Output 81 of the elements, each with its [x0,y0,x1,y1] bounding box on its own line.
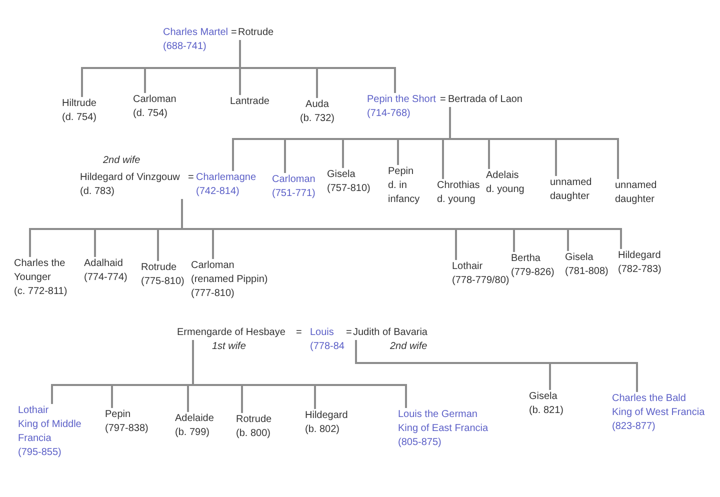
person-detail: (742-814) [196,185,240,199]
person-detail: (d. 754) [133,107,168,121]
person-name: Rotrude [141,261,178,275]
person-detail: (774-774) [84,271,128,285]
person-detail: (777-810) [191,287,236,301]
person-detail: (renamed Pippin) [191,273,268,287]
person-detail: (778-779/80) [452,274,510,288]
marriage-sign: = [346,326,352,340]
person-detail: (d. 754) [62,111,96,125]
person-name: Charles the Bald [612,392,687,406]
person-name: Gisela [327,168,356,182]
person-name: Adalhaid [84,257,124,271]
person-name: Chrothias [437,179,480,193]
descent-line [239,40,396,93]
person-detail: (d. 783) [80,185,116,199]
person-name: Charles the Younger [14,257,66,285]
person-name: Charlemagne [196,171,256,185]
person-detail: d. young [437,193,476,207]
person-detail: (782-783) [618,263,662,277]
person-detail: (b. 732) [300,112,334,126]
spouse-note: 2nd wife [390,340,428,354]
person-detail: (797-838) [105,422,148,436]
person-name: Adelaide [175,412,214,426]
person-name: Hildegard of Vinzgouw [80,171,180,185]
person-name: Hildegard [305,409,348,423]
person-detail: (779-826) [511,266,554,280]
person-detail: (751-771) [272,187,316,201]
person-name: Lothair [452,260,484,274]
person-detail: (795-855) [18,446,62,460]
person-name: Rotrude [238,26,274,40]
marriage-sign: = [231,26,237,40]
person-detail: King of East Francia [398,422,488,436]
person-name: Lothair [18,404,50,418]
person-name: Carloman [272,173,316,187]
descent-line [355,340,638,392]
descent-line [181,199,622,249]
person-detail: (805-875) [398,436,442,450]
spouse-note: 2nd wife [103,154,140,168]
person-detail: (c. 772-811) [14,285,68,299]
person-detail: King of West Francia [612,406,705,420]
person-name: Bertha [511,252,542,266]
person-name: Judith of Bavaria [353,326,428,340]
person-detail: (778-84 [310,340,344,354]
person-name: Pepin the Short [367,93,436,107]
person-name: Carloman [191,259,236,273]
person-name: unnamed daughter [615,179,658,207]
person-detail: (b. 821) [529,404,564,418]
marriage-sign: = [188,171,194,185]
person-detail: (714-768) [367,107,412,121]
person-name: Pepin [105,408,132,422]
person-name: Bertrada of Laon [448,93,522,107]
person-name: Louis the German [398,408,478,422]
person-detail: (823-877) [612,420,656,434]
person-name: Louis [310,326,335,340]
person-name: Rotrude [236,413,272,427]
person-detail: (775-810) [141,275,184,289]
person-name: Carloman [133,93,176,107]
person-name: Hiltrude [62,97,96,111]
person-name: unnamed daughter [550,176,593,204]
person-name: Ermengarde of Hesbaye [177,326,286,340]
person-detail: (688-741) [163,40,208,54]
person-detail: d. in infancy [388,179,421,207]
descent-line [192,340,407,408]
person-detail: (b. 800) [236,427,272,441]
person-name: Auda [304,98,330,112]
person-detail: (757-810) [327,182,370,196]
person-name: Charles Martel [163,26,228,40]
person-detail: d. young [486,183,524,197]
person-name: Adelais [486,169,520,183]
person-name: Gisela [529,390,558,404]
person-detail: King of Middle Francia [18,418,82,446]
marriage-sign: = [296,326,302,340]
marriage-sign: = [440,93,446,107]
person-detail: (b. 802) [305,423,340,437]
person-name: Lantrade [230,95,270,109]
person-name: Hildegard [618,249,662,263]
spouse-note: 1st wife [212,340,246,354]
person-name: Gisela [565,251,594,265]
person-name: Pepin [388,165,415,179]
person-detail: (b. 799) [175,426,210,440]
person-detail: (781-808) [565,265,608,279]
